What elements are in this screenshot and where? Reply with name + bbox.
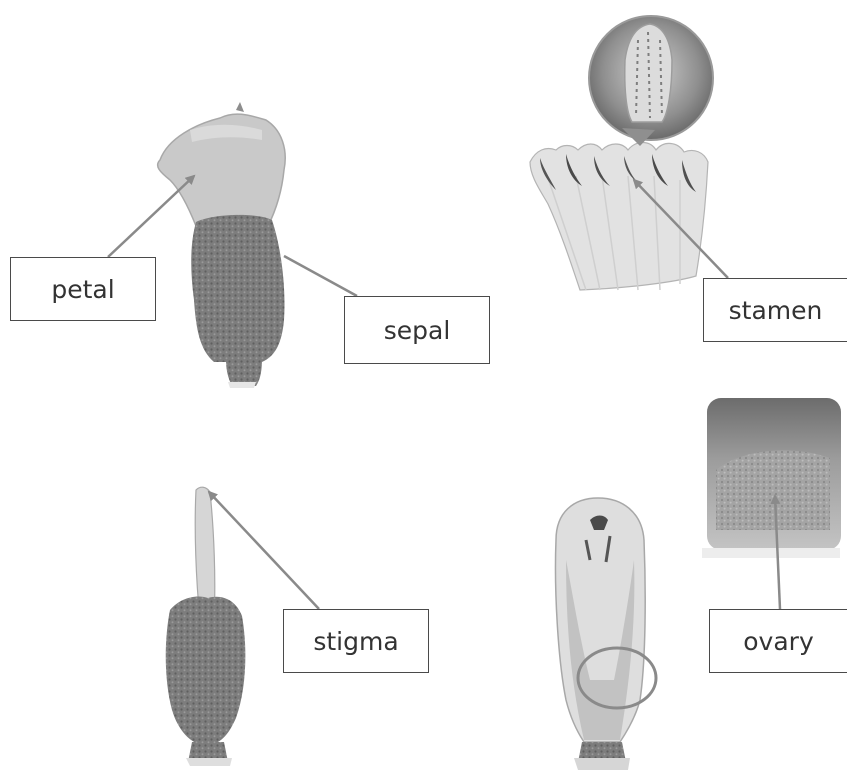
stamen-label: stamen xyxy=(703,278,847,342)
pistil-photo xyxy=(166,487,246,766)
flower-bud-photo xyxy=(158,102,286,388)
sepal-leader-line xyxy=(284,256,357,296)
petal-label-text: petal xyxy=(51,275,114,304)
stigma-label-text: stigma xyxy=(313,627,398,656)
stamen-label-text: stamen xyxy=(729,296,823,325)
petal-label: petal xyxy=(10,257,156,321)
ovary-label-text: ovary xyxy=(743,627,813,656)
ovary-section-photo xyxy=(555,398,841,770)
stigma-arrow xyxy=(209,492,319,609)
sepal-label-text: sepal xyxy=(384,316,451,345)
ovary-label: ovary xyxy=(709,609,847,673)
stigma-label: stigma xyxy=(283,609,429,673)
petal-arrow xyxy=(108,176,194,257)
sepal-label: sepal xyxy=(344,296,490,364)
stamen-section-photo xyxy=(530,16,713,290)
